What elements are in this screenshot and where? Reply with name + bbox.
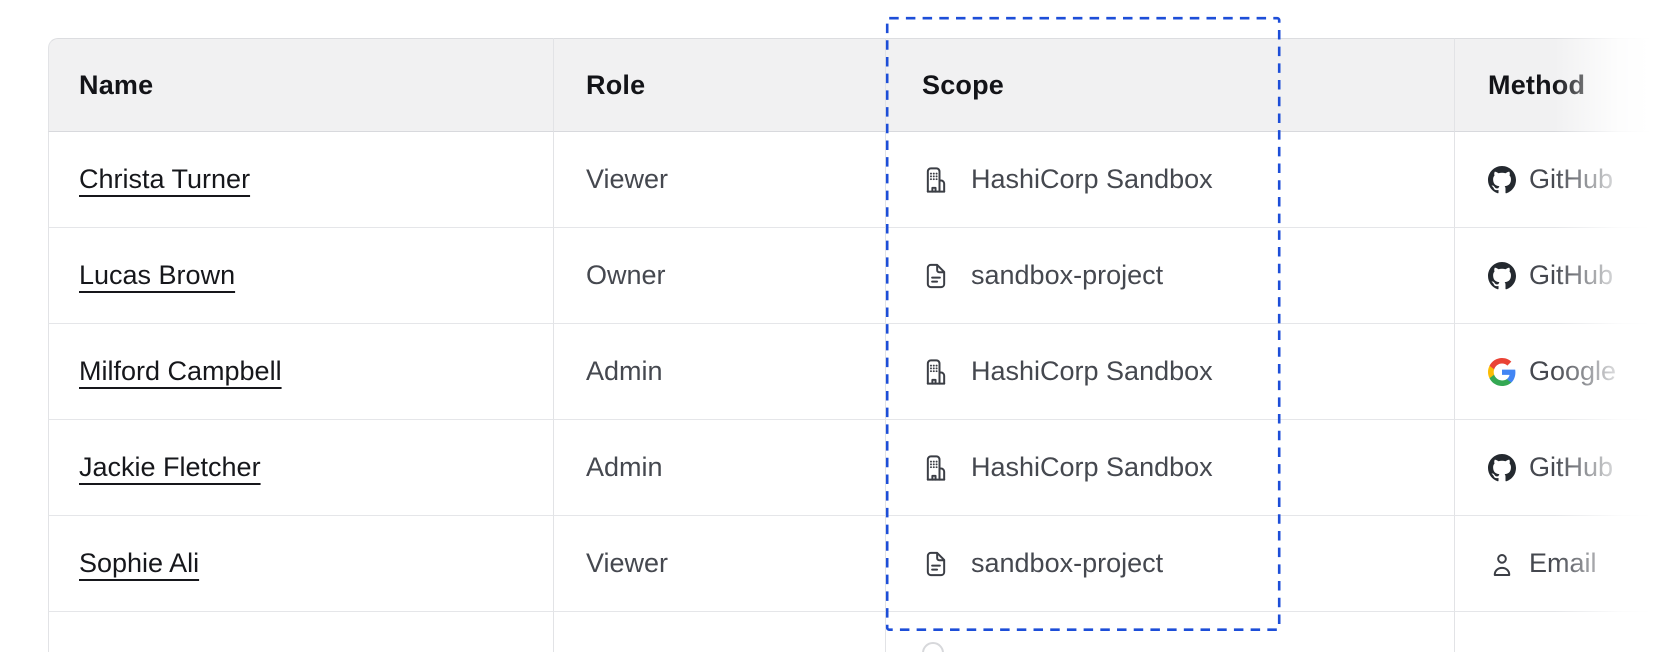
scope-cell: HashiCorp Sandbox [886, 420, 1455, 516]
column-header-name: Name [48, 38, 554, 132]
table-row: Sophie Ali Viewer sandbox-project Email [48, 516, 1672, 612]
role-cell: Admin [554, 324, 886, 420]
method-label: GitHub [1529, 452, 1614, 482]
google-icon [1488, 358, 1516, 386]
name-cell: Milford Campbell [48, 324, 554, 420]
method-label: GitHub [1529, 164, 1614, 194]
name-cell: Sophie Ali [48, 516, 554, 612]
method-label: Email [1529, 548, 1597, 578]
scope-label: HashiCorp Sandbox [971, 164, 1213, 194]
building-icon [922, 358, 950, 386]
name-cell: Christa Turner [48, 132, 554, 228]
method-cell [1455, 612, 1672, 652]
github-icon [1488, 166, 1516, 194]
file-text-icon [922, 262, 950, 290]
column-header-method: Method [1455, 38, 1672, 132]
scope-cell: HashiCorp Sandbox [886, 132, 1455, 228]
name-cell [48, 612, 554, 652]
scope-label: sandbox-project [971, 548, 1164, 578]
scope-cell: sandbox-project [886, 228, 1455, 324]
user-icon [1488, 550, 1516, 578]
method-label: GitHub [1529, 260, 1614, 290]
table-row: Jackie Fletcher Admin HashiCorp Sandbox … [48, 420, 1672, 516]
column-header-label: Method [1488, 69, 1586, 100]
github-icon [1488, 262, 1516, 290]
role-cell: Viewer [554, 132, 886, 228]
table-body: Christa Turner Viewer HashiCorp Sandbox … [48, 132, 1672, 612]
method-cell: GitHub [1455, 132, 1672, 228]
table-header-row: Name Role Scope Method [48, 38, 1672, 132]
method-label: Google [1529, 356, 1617, 386]
scope-cell: HashiCorp Sandbox [886, 324, 1455, 420]
method-cell: Google [1455, 324, 1672, 420]
members-table: Name Role Scope Method Christa Turner Vi… [48, 38, 1672, 652]
name-cell: Lucas Brown [48, 228, 554, 324]
scope-label: sandbox-project [971, 260, 1164, 290]
column-header-label: Name [79, 69, 154, 100]
table-row: Milford Campbell Admin HashiCorp Sandbox… [48, 324, 1672, 420]
role-label: Admin [586, 356, 663, 386]
scope-cell [886, 612, 1455, 652]
role-label: Owner [586, 260, 666, 290]
member-name-link[interactable]: Christa Turner [79, 164, 251, 194]
building-icon [922, 166, 950, 194]
member-name-link[interactable]: Lucas Brown [79, 260, 236, 290]
scope-label: HashiCorp Sandbox [971, 356, 1213, 386]
role-label: Admin [586, 452, 663, 482]
table-row: Christa Turner Viewer HashiCorp Sandbox … [48, 132, 1672, 228]
column-header-role: Role [554, 38, 886, 132]
member-name-link[interactable]: Jackie Fletcher [79, 452, 261, 482]
method-cell: GitHub [1455, 228, 1672, 324]
column-header-label: Role [586, 69, 646, 100]
role-cell: Owner [554, 228, 886, 324]
scope-label: HashiCorp Sandbox [971, 452, 1213, 482]
role-cell [554, 612, 886, 652]
scope-cell: sandbox-project [886, 516, 1455, 612]
method-cell: Email [1455, 516, 1672, 612]
role-label: Viewer [586, 548, 669, 578]
column-header-scope: Scope [886, 38, 1455, 132]
member-name-link[interactable]: Milford Campbell [79, 356, 282, 386]
github-icon [1488, 454, 1516, 482]
role-label: Viewer [586, 164, 669, 194]
column-header-label: Scope [922, 69, 1005, 100]
table-row-partial [48, 612, 1672, 652]
member-name-link[interactable]: Sophie Ali [79, 548, 200, 578]
table-row: Lucas Brown Owner sandbox-project GitHub [48, 228, 1672, 324]
role-cell: Viewer [554, 516, 886, 612]
building-icon [922, 454, 950, 482]
file-text-icon [922, 550, 950, 578]
role-cell: Admin [554, 420, 886, 516]
circle-icon [922, 642, 944, 652]
method-cell: GitHub [1455, 420, 1672, 516]
name-cell: Jackie Fletcher [48, 420, 554, 516]
